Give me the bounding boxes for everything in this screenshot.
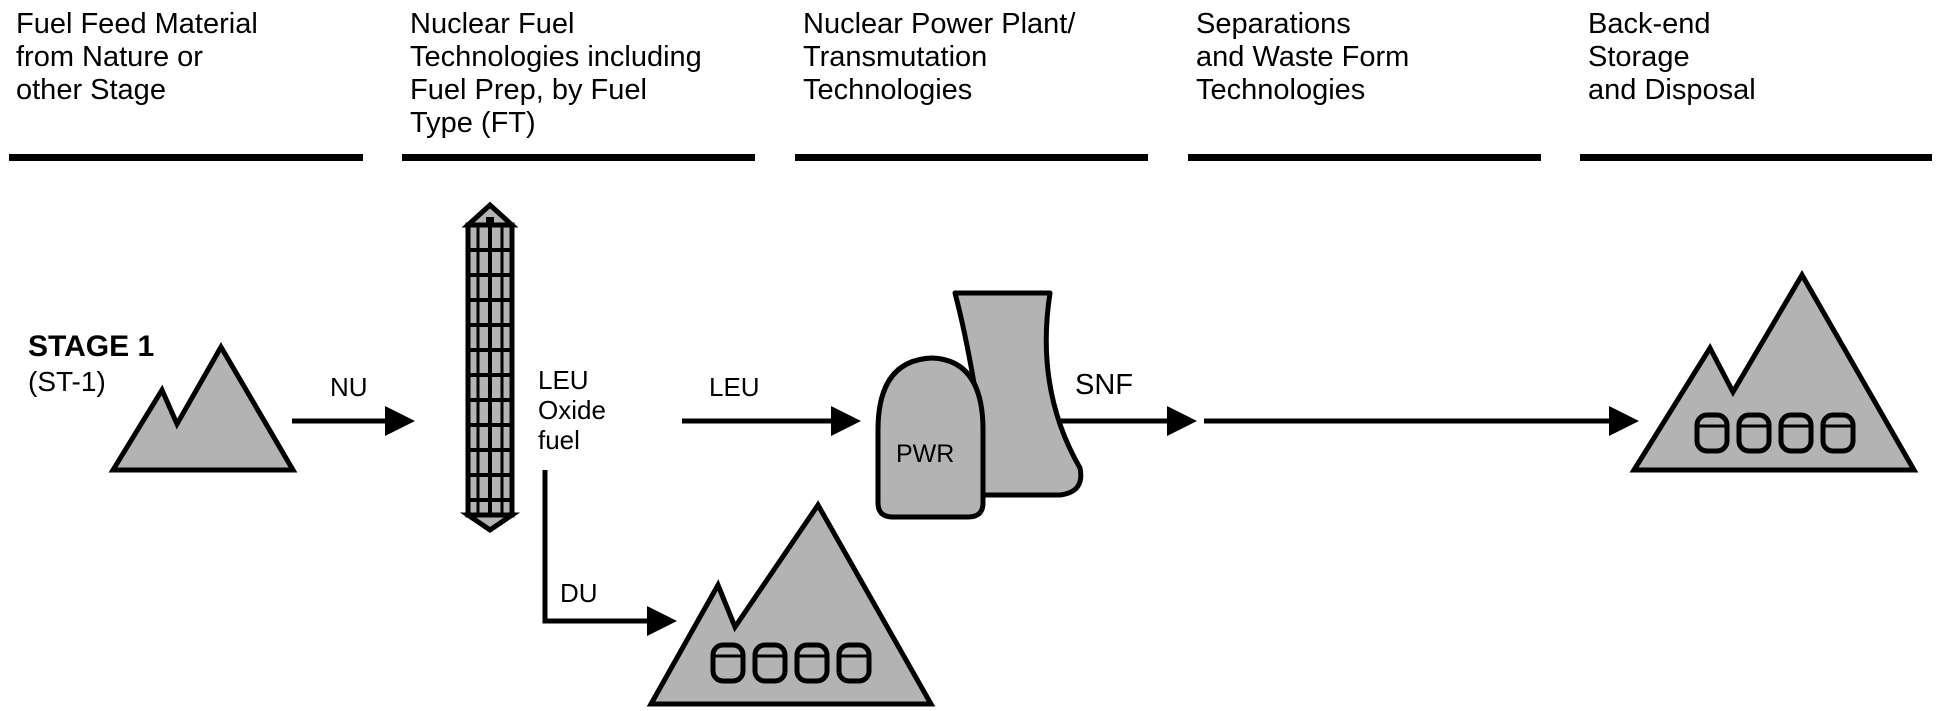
fuel-assembly-icon [459,201,521,534]
reactor-dome-icon [875,355,986,520]
du-storage-mountain-icon [646,500,936,707]
header-back-end-storage: Back-end Storage and Disposal [1588,8,1756,106]
fuel-type-label: LEU Oxide fuel [538,365,606,455]
header-rule-2 [402,154,755,161]
reactor-label: PWR [896,440,955,468]
leu-label: LEU [709,372,760,402]
du-label: DU [560,578,598,608]
snf-label: SNF [1075,369,1133,401]
header-rule-5 [1580,154,1932,161]
header-nuclear-fuel: Nuclear Fuel Technologies including Fuel… [410,8,702,139]
nu-label: NU [330,372,368,402]
header-rule-4 [1188,154,1541,161]
header-power-plant: Nuclear Power Plant/ Transmutation Techn… [803,8,1076,106]
header-rule-1 [9,154,363,161]
stage-code: (ST-1) [28,366,106,397]
cooling-tower-icon [952,290,1084,498]
stage-title: STAGE 1 [28,330,155,363]
du-arrow [542,470,677,636]
natural-resource-mountain-icon [108,342,298,473]
header-fuel-feed: Fuel Feed Material from Nature or other … [16,8,258,106]
header-rule-3 [795,154,1148,161]
header-separations: Separations and Waste Form Technologies [1196,8,1410,106]
backend-storage-mountain-icon [1629,270,1919,473]
